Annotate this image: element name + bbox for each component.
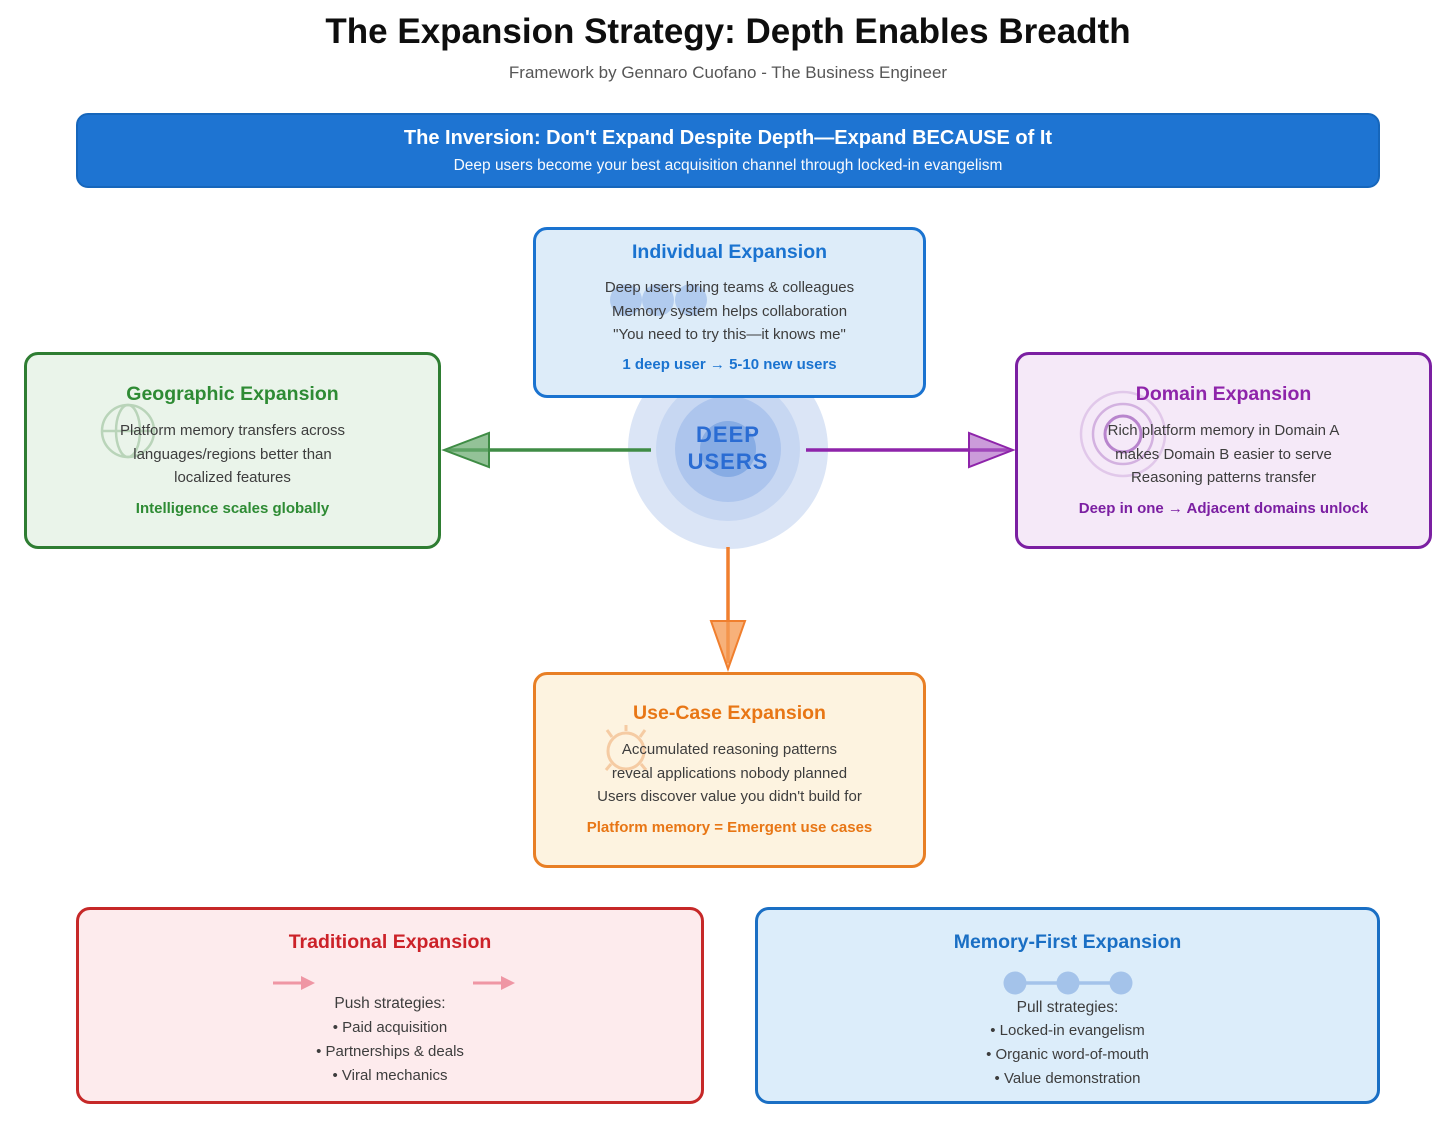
- card-line: Reasoning patterns transfer: [1130, 469, 1317, 486]
- banner-subtitle: Deep users become your best acquisition …: [453, 157, 1003, 174]
- card-bullet: • Locked-in evangelism: [990, 1022, 1145, 1039]
- hub-core: [700, 421, 756, 477]
- purple-arrow-right: [806, 431, 1016, 469]
- card-line: Users discover value you didn't build fo…: [597, 788, 862, 805]
- push-arrow-icon: [273, 976, 315, 990]
- card-memory-first-expansion: Memory-First Expansion Pull strategies: …: [755, 907, 1380, 1104]
- card-highlight: Intelligence scales globally: [135, 499, 330, 517]
- card-bullet: • Organic word-of-mouth: [986, 1046, 1149, 1063]
- page-subtitle: Framework by Gennaro Cuofano - The Busin…: [508, 63, 948, 82]
- card-line: "You need to try this—it knows me": [613, 326, 846, 343]
- deep-users-label: DEEP USERS: [648, 421, 808, 475]
- green-arrow-left: [441, 431, 651, 469]
- push-arrow-icon: [473, 976, 515, 990]
- card-lead: Push strategies:: [334, 995, 446, 1012]
- card-highlight: Platform memory = Emergent use cases: [586, 818, 873, 836]
- card-individual-expansion: Individual Expansion Deep users bring te…: [533, 227, 926, 398]
- card-title: Individual Expansion: [631, 241, 828, 263]
- card-highlight: 1 deep user → 5-10 new users: [622, 355, 837, 373]
- card-line: Accumulated reasoning patterns: [621, 741, 838, 758]
- card-bullet: • Viral mechanics: [332, 1067, 448, 1084]
- card-title: Domain Expansion: [1135, 383, 1312, 405]
- card-bullet: • Value demonstration: [994, 1070, 1141, 1087]
- card-line: makes Domain B easier to serve: [1115, 445, 1332, 463]
- orange-arrow-down: [709, 547, 747, 672]
- card-title: Memory-First Expansion: [953, 931, 1182, 953]
- deep-users-line1: DEEP: [696, 422, 760, 447]
- card-traditional-expansion: Traditional Expansion Push strategies: •…: [76, 907, 704, 1104]
- card-bullet: • Paid acquisition: [332, 1019, 448, 1036]
- deep-users-line2: USERS: [687, 449, 769, 474]
- node-chain-icon: [1003, 971, 1132, 995]
- card-line: Platform memory transfers across: [119, 422, 346, 439]
- card-line: Memory system helps collaboration: [611, 302, 848, 320]
- card-bullet: • Partnerships & deals: [316, 1043, 464, 1060]
- card-lead: Pull strategies:: [1016, 999, 1119, 1016]
- page-title: The Expansion Strategy: Depth Enables Br…: [325, 12, 1131, 51]
- card-title: Geographic Expansion: [126, 383, 339, 405]
- card-title: Traditional Expansion: [288, 931, 492, 953]
- card-highlight: Deep in one → Adjacent domains unlock: [1078, 499, 1369, 517]
- card-domain-expansion: Domain Expansion Rich platform memory in…: [1015, 352, 1432, 549]
- card-line: localized features: [174, 469, 291, 486]
- card-line: Deep users bring teams & colleagues: [604, 279, 855, 296]
- card-title: Use-Case Expansion: [633, 702, 826, 724]
- inversion-banner: The Inversion: Don't Expand Despite Dept…: [76, 113, 1380, 188]
- card-line: reveal applications nobody planned: [611, 764, 848, 782]
- banner-title: The Inversion: Don't Expand Despite Dept…: [403, 127, 1053, 149]
- card-geographic-expansion: Geographic Expansion Platform memory tra…: [24, 352, 441, 549]
- card-usecase-expansion: Use-Case Expansion Accumulated reasoning…: [533, 672, 926, 868]
- card-line: Rich platform memory in Domain A: [1107, 422, 1340, 439]
- card-line: languages/regions better than: [133, 445, 332, 463]
